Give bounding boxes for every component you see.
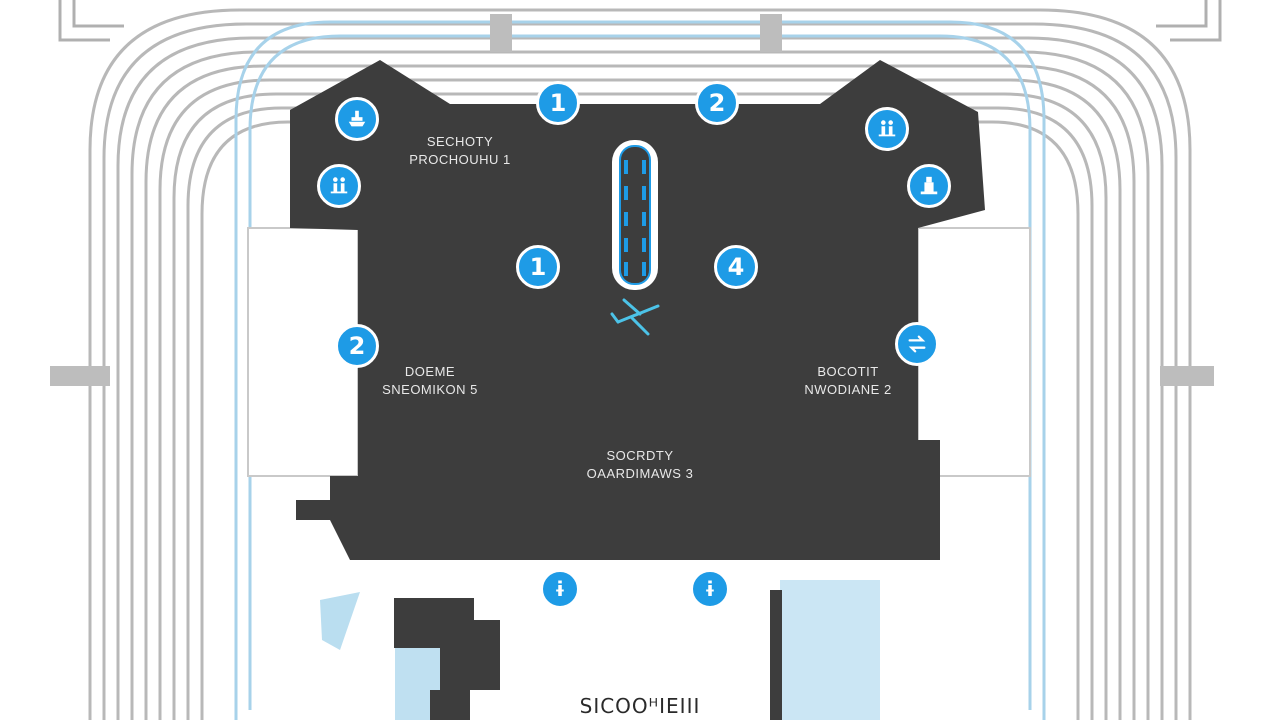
- gate-marker-bottom-b[interactable]: ɨ: [690, 569, 730, 609]
- baggage-icon[interactable]: [907, 164, 951, 208]
- bottom-area-label: SICOOᴴIEIII: [579, 694, 701, 718]
- gate-marker-1[interactable]: 1: [536, 81, 580, 125]
- bottom-pier: [770, 590, 782, 720]
- transfer-icon[interactable]: [895, 322, 939, 366]
- gate-marker-bottom-a[interactable]: ɨ: [540, 569, 580, 609]
- gate-marker-2[interactable]: 2: [695, 81, 739, 125]
- side-connectors: [50, 14, 1214, 386]
- gate-marker-1b[interactable]: 1: [516, 245, 560, 289]
- ferry-icon[interactable]: [335, 97, 379, 141]
- airplane-icon: [610, 298, 660, 336]
- inner-frame: [234, 20, 1046, 720]
- people-icon[interactable]: [317, 164, 361, 208]
- central-pier: [612, 140, 658, 290]
- people-icon-right[interactable]: [865, 107, 909, 151]
- corner-lanes: [58, 0, 1222, 42]
- gate-marker-4[interactable]: 4: [714, 245, 758, 289]
- lower-blocks: [394, 598, 500, 720]
- gate-marker-2b[interactable]: 2: [335, 324, 379, 368]
